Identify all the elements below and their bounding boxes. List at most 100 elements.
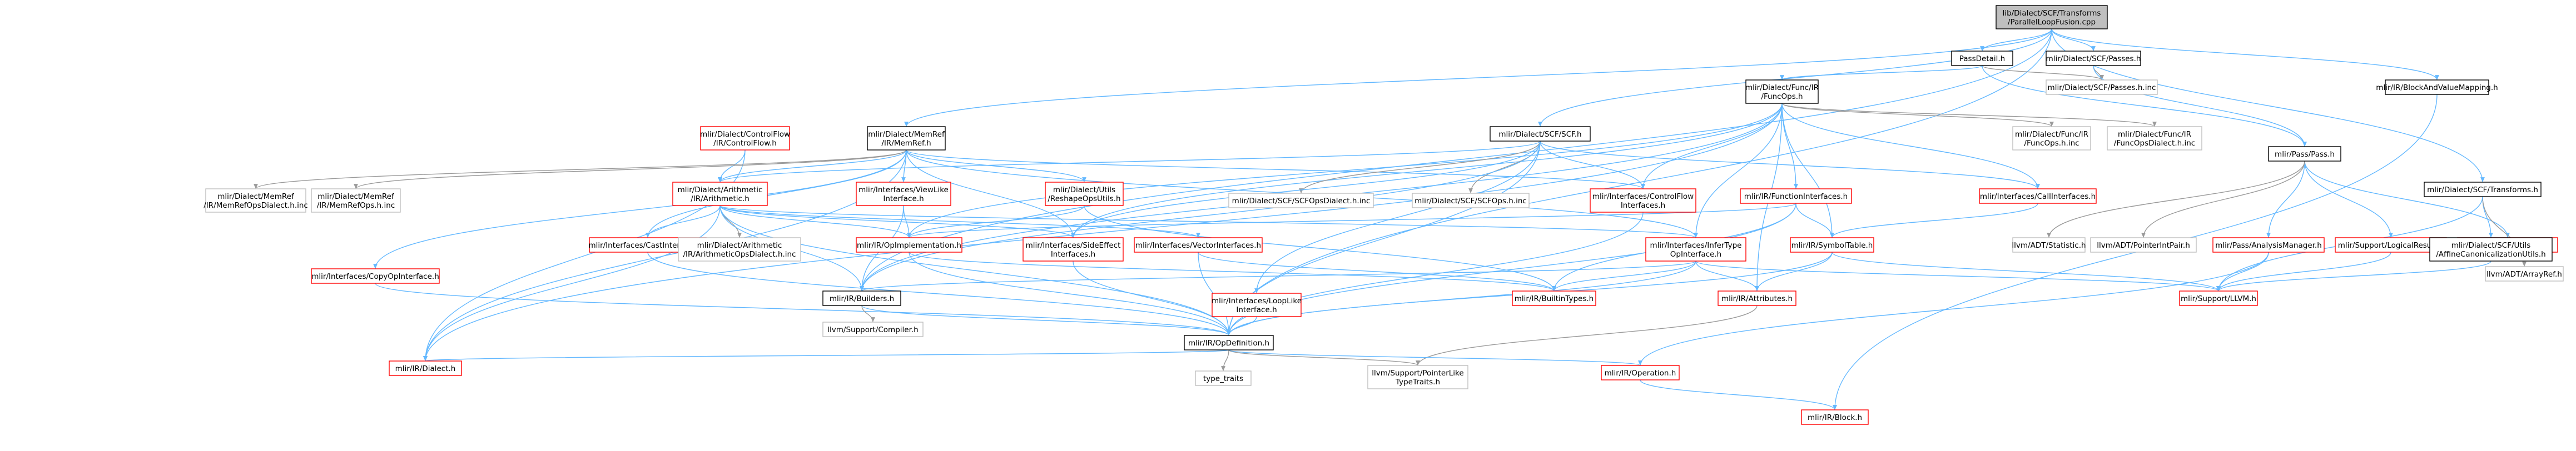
node-label: Interfaces.h bbox=[1621, 201, 1665, 210]
node-label: mlir/Dialect/SCF/Passes.h.inc bbox=[2048, 83, 2156, 92]
edge-passdetail-to-funcops bbox=[1780, 65, 1983, 81]
node-symboltable[interactable]: mlir/IR/SymbolTable.h bbox=[1790, 237, 1874, 253]
node-llvmh[interactable]: mlir/Support/LLVM.h bbox=[2179, 290, 2258, 306]
node-operation[interactable]: mlir/IR/Operation.h bbox=[1601, 365, 1680, 380]
edge-opdef-to-dialect bbox=[424, 349, 1229, 362]
node-label: mlir/Dialect/MemRef bbox=[317, 192, 395, 201]
node-box bbox=[2090, 237, 2197, 253]
node-label: llvm/ADT/Statistic.h bbox=[2012, 241, 2086, 250]
node-statistic[interactable]: llvm/ADT/Statistic.h bbox=[2012, 237, 2086, 253]
node-label: mlir/Dialect/SCF/SCFOps.h.inc bbox=[1414, 197, 1527, 206]
node-memrefdialectinc[interactable]: mlir/Dialect/MemRef/IR/MemRefOpsDialect.… bbox=[204, 188, 308, 213]
node-label: PassDetail.h bbox=[1959, 54, 2006, 63]
edge-passdetail-to-passh bbox=[1982, 65, 2307, 147]
edge-memref-to-cfinterfaces bbox=[906, 149, 1645, 189]
edge-infertype-to-builtintypes bbox=[1552, 260, 1696, 292]
node-label: mlir/Interfaces/LoopLike bbox=[1212, 297, 1302, 305]
node-label: /AffineCanonicalizationUtils.h bbox=[2436, 250, 2546, 259]
node-label: mlir/IR/FunctionInterfaces.h bbox=[1744, 192, 1848, 201]
edge-affinecanon-to-llvmh bbox=[2216, 260, 2491, 292]
node-copyop[interactable]: mlir/Interfaces/CopyOpInterface.h bbox=[311, 268, 440, 284]
edge-infertype-to-builders bbox=[860, 260, 1696, 292]
node-builders[interactable]: mlir/IR/Builders.h bbox=[822, 290, 901, 306]
edge-arith-to-opdef bbox=[719, 205, 1231, 336]
node-scftransforms[interactable]: mlir/Dialect/SCF/Transforms.h bbox=[2424, 182, 2542, 197]
node-scfpasses[interactable]: mlir/Dialect/SCF/Passes.h bbox=[2046, 51, 2141, 66]
node-reshapeutils[interactable]: mlir/Dialect/Utils/ReshapeOpsUtils.h bbox=[1045, 182, 1124, 206]
node-opdef[interactable]: mlir/IR/OpDefinition.h bbox=[1184, 335, 1274, 350]
edge-scftransforms-to-affinecanon bbox=[2482, 196, 2493, 238]
edge-symboltable-to-llvmh bbox=[1832, 252, 2221, 292]
edge-funcops-to-sideeffect bbox=[1071, 103, 1783, 238]
node-arithdialectinc[interactable]: mlir/Dialect/Arithmetic/IR/ArithmeticOps… bbox=[678, 237, 801, 262]
node-passdetail[interactable]: PassDetail.h bbox=[1951, 51, 2013, 66]
node-label: llvm/ADT/ArrayRef.h bbox=[2486, 270, 2562, 279]
node-passh[interactable]: mlir/Pass/Pass.h bbox=[2268, 146, 2341, 162]
node-cfops[interactable]: mlir/Dialect/ControlFlow/IR/ControlFlow.… bbox=[700, 126, 790, 151]
node-box bbox=[2212, 237, 2325, 253]
node-arith[interactable]: mlir/Dialect/Arithmetic/IR/Arithmetic.h bbox=[672, 182, 768, 206]
node-dialect[interactable]: mlir/IR/Dialect.h bbox=[389, 360, 462, 376]
node-opimpl[interactable]: mlir/IR/OpImplementation.h bbox=[856, 237, 962, 253]
node-logicalresult[interactable]: mlir/Support/LogicalResult.h bbox=[2335, 237, 2447, 253]
edge-memref-to-reshapeutils bbox=[906, 149, 1086, 183]
edge-funcops-to-symboltable bbox=[1781, 103, 1834, 238]
node-attributes[interactable]: mlir/IR/Attributes.h bbox=[1718, 290, 1796, 306]
node-box bbox=[1718, 290, 1796, 306]
node-label: /FuncOps.h.inc bbox=[2024, 139, 2079, 148]
edge-attributes-to-ptrliketraits bbox=[1416, 305, 1758, 366]
node-box bbox=[2012, 237, 2086, 253]
node-label: Interfaces.h bbox=[1051, 250, 1095, 259]
node-typetraits[interactable]: type_traits bbox=[1195, 370, 1252, 386]
node-label: mlir/Dialect/Func/IR bbox=[1745, 83, 1819, 92]
node-box bbox=[1601, 365, 1680, 380]
node-vectorinterfaces[interactable]: mlir/Interfaces/VectorInterfaces.h bbox=[1134, 237, 1263, 253]
edge-memref-to-arith bbox=[718, 149, 907, 183]
node-label: mlir/Dialect/SCF/Passes.h bbox=[2046, 54, 2141, 63]
node-label: mlir/Interfaces/CallInterfaces.h bbox=[1980, 192, 2096, 201]
node-memrefopsinc[interactable]: mlir/Dialect/MemRef/IR/MemRefOps.h.inc bbox=[311, 188, 401, 213]
edge-symboltable-to-attributes bbox=[1755, 252, 1833, 292]
node-blockandvalue[interactable]: mlir/IR/BlockAndValueMapping.h bbox=[2376, 79, 2498, 95]
node-affinecanon[interactable]: mlir/Dialect/SCF/Utils/AffineCanonicaliz… bbox=[2429, 237, 2553, 262]
node-builtintypes[interactable]: mlir/IR/BuiltinTypes.h bbox=[1512, 290, 1596, 306]
node-funcopsinc[interactable]: mlir/Dialect/Func/IR/FuncOps.h.inc bbox=[2012, 126, 2091, 151]
node-root: lib/Dialect/SCF/Transforms/ParallelLoopF… bbox=[1996, 5, 2108, 29]
node-funcops[interactable]: mlir/Dialect/Func/IR/FuncOps.h bbox=[1745, 79, 1819, 104]
node-box bbox=[1590, 188, 1696, 213]
node-label: mlir/Dialect/MemRef bbox=[217, 192, 295, 201]
node-box bbox=[700, 126, 790, 151]
node-label: llvm/Support/PointerLike bbox=[1372, 369, 1463, 378]
node-label: mlir/Dialect/ControlFlow bbox=[700, 130, 790, 139]
node-label: mlir/IR/BuiltinTypes.h bbox=[1515, 294, 1594, 303]
edge-logicalresult-to-llvmh bbox=[2216, 252, 2391, 292]
node-callinterfaces[interactable]: mlir/Interfaces/CallInterfaces.h bbox=[1979, 188, 2097, 204]
node-analysismgr[interactable]: mlir/Pass/AnalysisManager.h bbox=[2212, 237, 2325, 253]
node-label: type_traits bbox=[1203, 374, 1243, 383]
node-funcinterfaces[interactable]: mlir/IR/FunctionInterfaces.h bbox=[1740, 188, 1852, 204]
edge-passh-to-logicalresult bbox=[2304, 161, 2393, 238]
node-arrayref[interactable]: llvm/ADT/ArrayRef.h bbox=[2485, 266, 2564, 282]
node-funcdialectinc[interactable]: mlir/Dialect/Func/IR/FuncOpsDialect.h.in… bbox=[2107, 126, 2202, 151]
node-scfh[interactable]: mlir/Dialect/SCF/SCF.h bbox=[1490, 126, 1591, 142]
node-label: mlir/Support/LogicalResult.h bbox=[2338, 241, 2444, 250]
node-scfopsinc[interactable]: mlir/Dialect/SCF/SCFOps.h.inc bbox=[1412, 193, 1530, 208]
node-ptrintpair[interactable]: llvm/ADT/PointerIntPair.h bbox=[2090, 237, 2197, 253]
node-scfdialectinc[interactable]: mlir/Dialect/SCF/SCFOpsDialect.h.inc bbox=[1228, 193, 1374, 208]
node-compiler[interactable]: llvm/Support/Compiler.h bbox=[822, 322, 924, 337]
edge-memref-to-memrefopsinc bbox=[354, 149, 907, 189]
node-scfpassesinc[interactable]: mlir/Dialect/SCF/Passes.h.inc bbox=[2046, 79, 2158, 95]
node-block[interactable]: mlir/IR/Block.h bbox=[1801, 409, 1869, 425]
node-memref[interactable]: mlir/Dialect/MemRef/IR/MemRef.h bbox=[867, 126, 946, 151]
node-label: /ReshapeOpsUtils.h bbox=[1048, 194, 1120, 203]
node-label: mlir/Dialect/SCF/SCF.h bbox=[1498, 130, 1581, 139]
node-box bbox=[1745, 79, 1819, 104]
node-box bbox=[1184, 335, 1274, 350]
edge-passh-to-ptrintpair bbox=[2141, 161, 2305, 238]
